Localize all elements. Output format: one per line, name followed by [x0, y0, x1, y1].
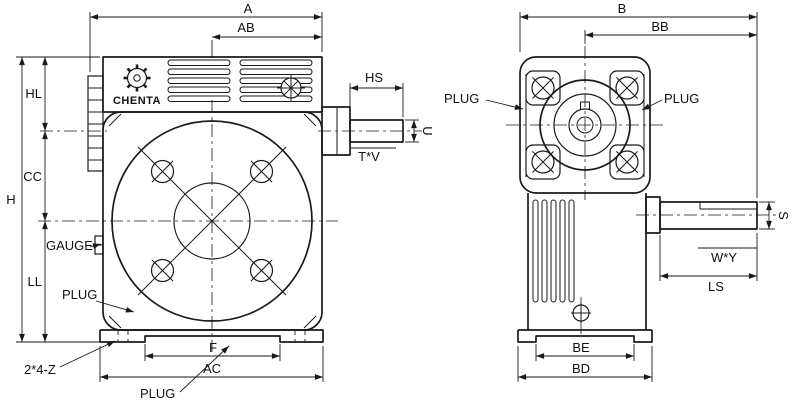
dim-BB: BB: [584, 19, 757, 44]
worm-shaft: [321, 106, 404, 156]
callout-gauge: GAUGE: [46, 238, 102, 253]
dim-label-u: U: [420, 126, 435, 135]
brand-text: CHENTA: [113, 95, 161, 107]
input-bore: [539, 79, 631, 171]
dim-label-ac: AC: [203, 361, 221, 376]
plug-bottom-label: PLUG: [140, 386, 175, 401]
gauge-label: GAUGE: [46, 238, 93, 253]
input-shaft: [349, 119, 404, 143]
plug-left-label: PLUG: [444, 91, 479, 106]
dim-HS: HS: [349, 70, 404, 117]
bolt-hole: [150, 258, 175, 283]
dim-label-hl: HL: [25, 86, 42, 101]
dim-TV: T*V: [350, 147, 396, 164]
dim-LS: LS: [659, 233, 758, 294]
front-dimensions: A AB HS U T*V H: [6, 1, 435, 401]
output-shaft: [645, 196, 758, 234]
output-bore-circle: [173, 182, 251, 260]
callout-holes: 2*4-Z: [24, 340, 116, 377]
bolt-hole: [249, 159, 274, 184]
dim-label-s: S: [776, 211, 791, 220]
dim-BE: BE: [535, 340, 635, 361]
dim-label-ls: LS: [708, 279, 724, 294]
side-view: [506, 46, 776, 343]
dim-U: U: [405, 119, 435, 143]
dim-label-ll: LL: [28, 274, 42, 289]
side-fins: [532, 199, 575, 303]
callout-plug-right: PLUG: [641, 91, 699, 111]
callout-plug-bottom: PLUG: [140, 345, 230, 401]
dim-label-f: F: [209, 340, 217, 355]
plug-side-label: PLUG: [62, 287, 97, 302]
keyway-notch: [580, 101, 590, 109]
dim-label-be: BE: [572, 340, 590, 355]
dim-label-h: H: [6, 192, 15, 207]
plug-right-label: PLUG: [664, 91, 699, 106]
dim-F: F: [144, 340, 281, 361]
top-fill-plug: [277, 74, 305, 102]
dim-AC: AC: [99, 346, 324, 382]
dim-A: A: [89, 1, 323, 72]
bottom-drain-plug: [571, 303, 591, 323]
bolt-hole: [249, 258, 274, 283]
mounting-base: [99, 329, 324, 343]
output-flange: [111, 120, 313, 322]
dim-label-hs: HS: [365, 70, 383, 85]
dim-BD: BD: [517, 346, 653, 382]
dim-AB: AB: [211, 20, 322, 58]
dim-B: B: [519, 1, 758, 198]
dim-H: H: [6, 56, 100, 343]
callout-plug-left: PLUG: [444, 91, 524, 110]
flange-outer-circle: [111, 120, 313, 322]
dim-label-cc: CC: [23, 169, 42, 184]
front-housing: [99, 56, 324, 343]
bolt-hole: [150, 159, 175, 184]
dim-WY: W*Y: [698, 247, 757, 265]
front-centerlines: [38, 100, 422, 352]
gear-icon: [126, 67, 148, 89]
gear-teeth: [123, 64, 151, 92]
input-flange-face: [519, 56, 651, 194]
dim-S: S: [759, 201, 791, 230]
front-view: CHENTA: [38, 56, 422, 352]
dim-label-tv: T*V: [358, 149, 380, 164]
dim-HL-CC-LL: HL CC LL: [23, 57, 48, 342]
holes-label: 2*4-Z: [24, 362, 56, 377]
shaft-body: [659, 201, 758, 230]
left-fin-block: [87, 75, 104, 172]
chenta-logo: CHENTA: [113, 64, 161, 107]
callout-plug-side: PLUG: [62, 287, 135, 313]
side-dimensions: B BB PLUG PLUG S W*Y LS: [444, 1, 791, 382]
dim-label-bd: BD: [572, 361, 590, 376]
dim-label-b: B: [618, 1, 627, 16]
dim-label-a: A: [244, 1, 253, 16]
dim-label-wy: W*Y: [711, 250, 737, 265]
cooling-fins-top: [167, 59, 313, 102]
side-base: [517, 329, 653, 343]
dim-label-ab: AB: [237, 20, 254, 35]
dim-label-bb: BB: [651, 19, 668, 34]
